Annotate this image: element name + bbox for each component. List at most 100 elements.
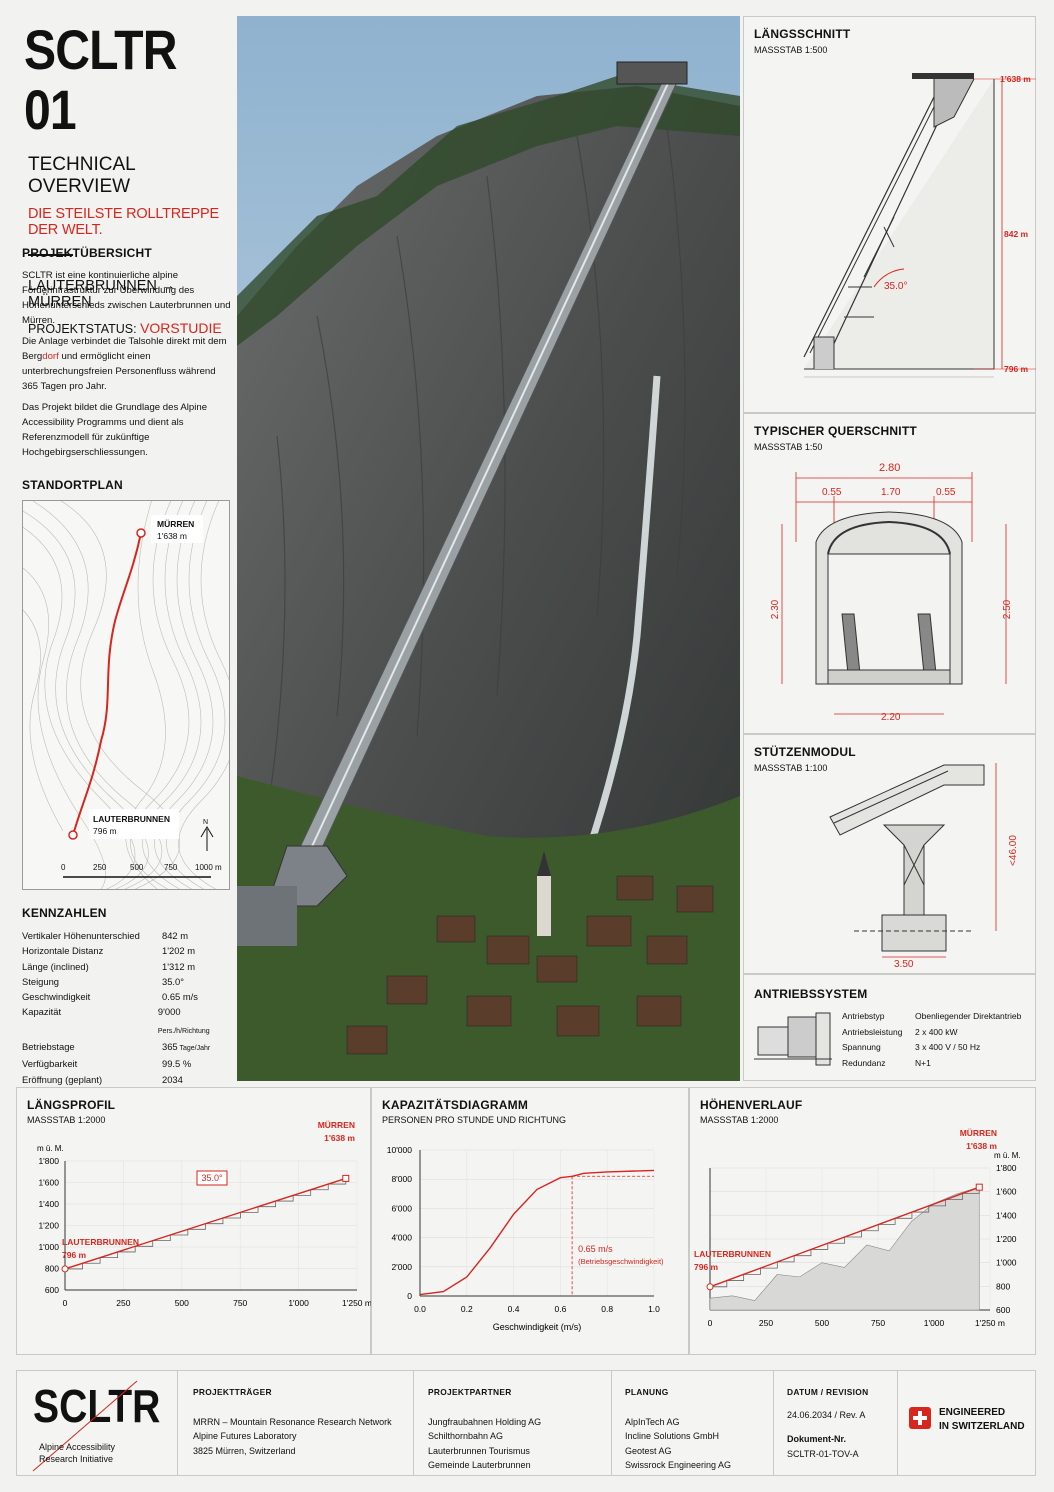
x-tick-label: 1'000 [924, 1318, 945, 1328]
y-tick-label: 600 [45, 1285, 59, 1295]
x-tick-label: 0.6 [554, 1304, 566, 1314]
scale-1000: 1000 m [195, 863, 222, 872]
elev-top: 1'638 m [1000, 74, 1031, 84]
kennzahl-key: Eröffnung (geplant) [22, 1073, 103, 1085]
y-tick-label: 8'000 [391, 1174, 412, 1184]
bottom-station-elev: 796 m [694, 1262, 719, 1272]
querschnitt-drawing [781, 472, 1007, 715]
antrieb-value: Obenliegender Direktantrieb [915, 1011, 1022, 1021]
width-base: 2.20 [881, 712, 901, 723]
status-label: PROJEKTSTATUS: [28, 322, 137, 336]
page-subtitle: TECHNICAL OVERVIEW [28, 154, 135, 197]
kapazitaet-title: KAPAZITÄTSDIAGRAMM [382, 1098, 529, 1112]
kennzahl-row: Eröffnung (geplant)2034 [22, 1072, 232, 1087]
x-axis-label: Geschwindigkeit (m/s) [493, 1322, 582, 1332]
site-title: STANDORTPLAN [22, 478, 123, 492]
kennzahl-key: Betriebstage [22, 1041, 75, 1053]
antrieb-key: Antriebsleistung [842, 1026, 903, 1037]
status-value: VORSTUDIE [140, 320, 222, 336]
y-tick-label: 1'400 [996, 1210, 1017, 1220]
x-tick-label: 1.0 [648, 1304, 660, 1314]
top-station-label: MÜRREN [960, 1128, 997, 1138]
top-station-label: MÜRREN [318, 1120, 355, 1130]
y-tick-label: 1'800 [38, 1156, 59, 1166]
map-elev-bottom: 796 m [93, 826, 117, 836]
width-middle: 1.70 [881, 487, 901, 498]
x-tick-label: 1'250 m [975, 1318, 1005, 1328]
x-tick-label: 750 [233, 1298, 247, 1308]
hoehen-scale: MASSSTAB 1:2000 [700, 1115, 779, 1125]
kennzahl-key: Steigung [22, 975, 60, 987]
footer-logo: SCLTR [33, 1380, 161, 1432]
x-tick-label: 0.4 [508, 1304, 520, 1314]
annotation-value: 0.65 m/s [578, 1244, 613, 1254]
x-tick-label: 0.0 [414, 1304, 426, 1314]
data-point-end [342, 1174, 350, 1182]
antrieb-value: 2 x 400 kW [915, 1026, 958, 1037]
footer-traeger: PROJEKTTRÄGER MRRN – Mountain Resonance … [193, 1387, 392, 1456]
x-tick-label: 0 [708, 1318, 713, 1328]
kennzahl-value: 1'202 m [162, 945, 196, 957]
axis-unit: m ü. M. [37, 1144, 64, 1153]
x-tick-label: 500 [815, 1318, 829, 1328]
page-title: SCLTR 01 [24, 18, 178, 141]
kennzahl-key: Geschwindigkeit [22, 991, 91, 1003]
map-label-bottom: LAUTERBRUNNEN [93, 814, 170, 824]
kennzahl-key: Vertikaler Höhenunterschied [22, 930, 140, 941]
footer-org-1: Alpine Accessibility [39, 1442, 116, 1452]
kennzahl-key: Verfügbarkeit [22, 1058, 78, 1070]
terrain-area [709, 1186, 980, 1311]
overview-title: PROJEKTÜBERSICHT [22, 246, 152, 260]
antrieb-value: N+1 [915, 1057, 931, 1068]
stuetzen-title: STÜTZENMODUL [754, 745, 856, 759]
top-station-elev: 1'638 m [966, 1141, 997, 1151]
laengsschnitt-scale: MASSSTAB 1:500 [754, 45, 828, 55]
width-total: 2.80 [879, 462, 901, 474]
stuetzen-drawing [829, 763, 997, 958]
querschnitt-panel: TYPISCHER QUERSCHNITT MASSSTAB 1:50 2.80… [743, 413, 1036, 734]
y-tick-label: 4'000 [391, 1233, 412, 1243]
height-left: 2.30 [770, 599, 782, 620]
kennzahl-key: Horizontale Distanz [22, 945, 104, 957]
footer-datum: DATUM / REVISION 24.06.2034 / Rev. A Dok… [787, 1387, 869, 1459]
width-side-right: 0.55 [936, 487, 956, 498]
y-tick-label: 1'000 [38, 1242, 59, 1252]
north-arrow-icon: N [203, 819, 209, 826]
scale-0: 0 [61, 863, 66, 872]
support-base: 3.50 [894, 959, 914, 970]
x-tick-label: 1'250 m [342, 1298, 372, 1308]
elev-mid: 842 m [1004, 229, 1029, 239]
bottom-station-elev: 796 m [62, 1250, 87, 1260]
scale-750: 750 [164, 863, 178, 872]
x-tick-label: 250 [759, 1318, 773, 1328]
top-station-elev: 1'638 m [324, 1133, 355, 1143]
y-tick-label: 600 [996, 1305, 1010, 1315]
data-point-end [975, 1183, 983, 1191]
header: SCLTR 01 TECHNICAL OVERVIEW DIE STEILSTE… [16, 16, 234, 337]
y-tick-label: 800 [996, 1281, 1010, 1291]
stuetzen-scale: MASSSTAB 1:100 [754, 763, 828, 773]
kennzahl-value: 365 Tage/Jahr [162, 1041, 211, 1053]
querschnitt-scale: MASSSTAB 1:50 [754, 442, 823, 452]
kennzahl-value: 9'000 Pers./h/Richtung [157, 1006, 210, 1035]
kennzahl-row: Länge (inclined)1'312 m [22, 959, 232, 974]
kennzahl-unit: Tage/Jahr [177, 1045, 211, 1053]
y-tick-label: 1'600 [38, 1178, 59, 1188]
hero-rendering [237, 16, 740, 1081]
data-point-start [706, 1283, 714, 1291]
y-tick-label: 0 [407, 1291, 412, 1301]
data-point-start [61, 1265, 69, 1273]
y-tick-label: 1'600 [996, 1187, 1017, 1197]
kennzahlen-title: KENNZAHLEN [22, 906, 107, 920]
width-side-left: 0.55 [822, 487, 842, 498]
y-tick-label: 800 [45, 1264, 59, 1274]
y-tick-label: 1'200 [38, 1221, 59, 1231]
